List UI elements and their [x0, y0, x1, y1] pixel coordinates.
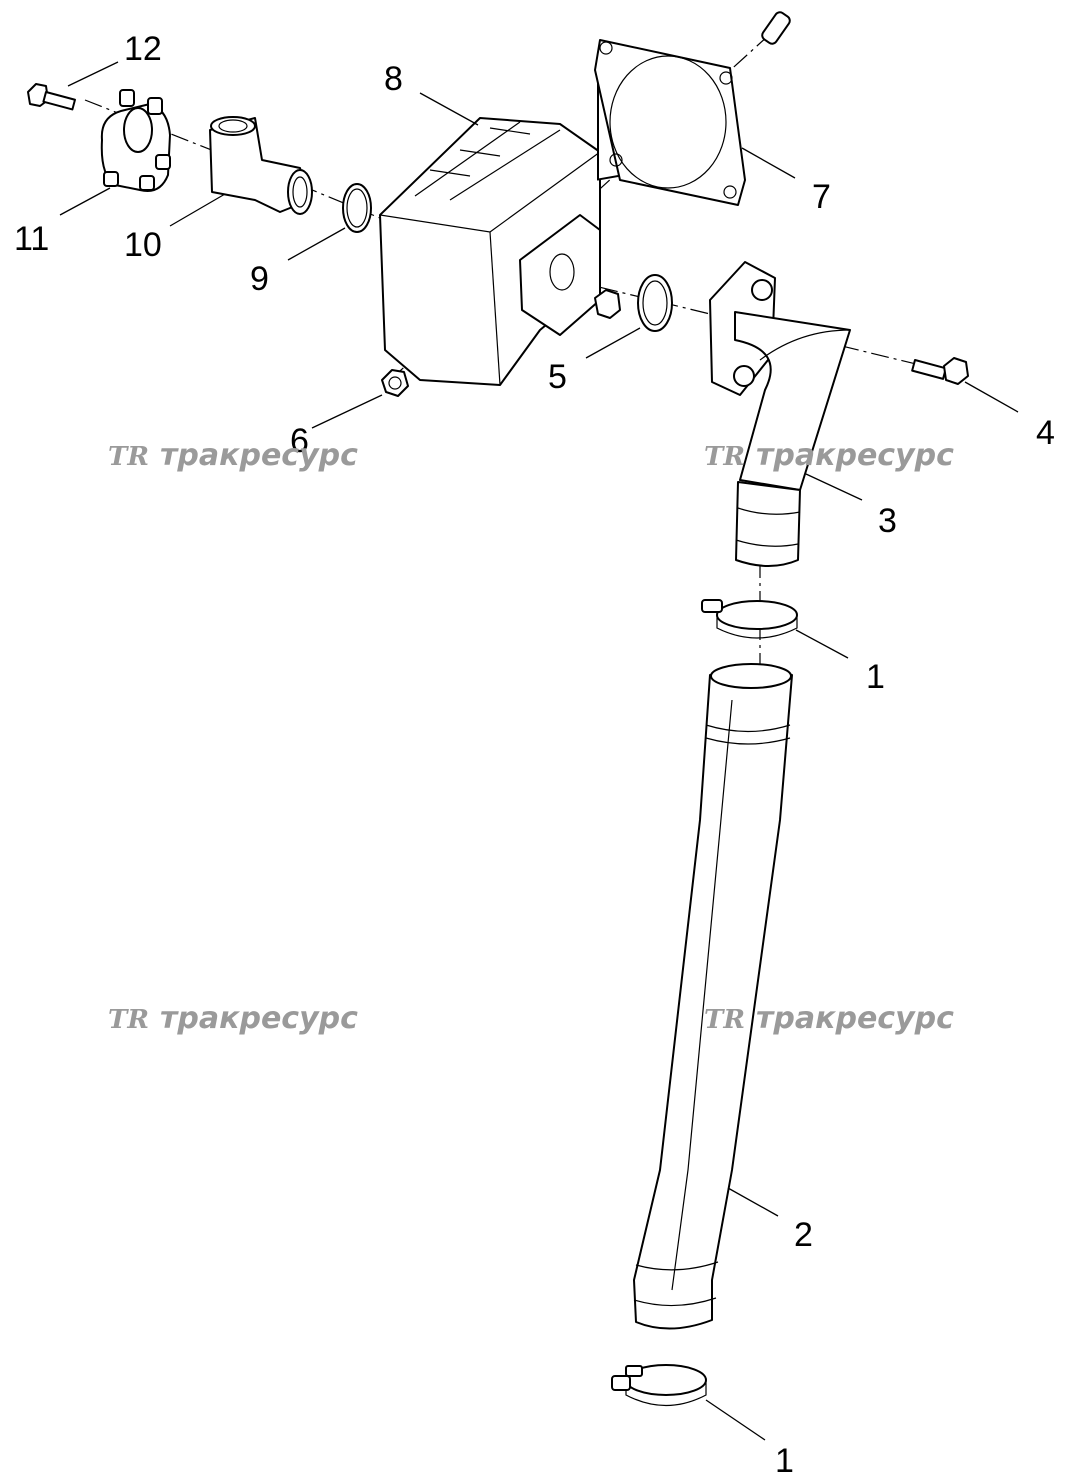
part-4-bolt: [911, 357, 969, 385]
part-7-gasket: [594, 39, 746, 206]
pump-outlet-nut: [594, 289, 621, 319]
callout-4: 4: [1036, 414, 1055, 452]
watermark-text: тракресурс: [756, 1001, 954, 1036]
dowel-pin: [761, 11, 791, 45]
callout-5: 5: [548, 358, 567, 396]
watermark-top-right: TR тракресурс: [704, 438, 954, 473]
part-3-suction-elbow: [709, 261, 851, 567]
watermark-bottom-left: TR тракресурс: [108, 1001, 358, 1036]
part-12-bolt: [27, 83, 76, 111]
part-2-hose: [633, 663, 793, 1330]
watermark-text: тракресурс: [160, 1001, 358, 1036]
callout-7: 7: [812, 178, 831, 216]
part-5-o-ring: [637, 274, 673, 332]
callout-1-upper: 1: [866, 658, 885, 696]
watermark-text: тракресурс: [160, 438, 358, 473]
part-6-plug: [381, 369, 409, 397]
callout-numbers: 12 8 7 11 10 9 5 6 4 3 1 2 1: [14, 30, 1055, 1476]
callout-3: 3: [878, 502, 897, 540]
watermark-text: тракресурс: [756, 438, 954, 473]
callout-1-lower: 1: [775, 1442, 794, 1476]
watermarks: TR тракресурс TR тракресурс TR тракресур…: [108, 438, 954, 1036]
watermark-logo: TR: [108, 442, 149, 472]
callout-9: 9: [250, 260, 269, 298]
callout-10: 10: [124, 226, 162, 264]
watermark-logo: TR: [704, 1005, 745, 1035]
callout-2: 2: [794, 1216, 813, 1254]
callout-11: 11: [14, 220, 49, 258]
callout-12: 12: [124, 30, 162, 68]
watermark-logo: TR: [108, 1005, 149, 1035]
part-1-hose-clamp-lower: [611, 1364, 707, 1407]
part-1-hose-clamp-upper: [701, 599, 798, 639]
watermark-logo: TR: [704, 442, 745, 472]
watermark-top-left: TR тракресурс: [108, 438, 358, 473]
leader-lines: [59, 61, 1019, 1441]
part-10-elbow-fitting: [209, 116, 313, 215]
callout-8: 8: [384, 60, 403, 98]
part-9-o-ring: [342, 183, 372, 233]
callout-6: 6: [290, 422, 309, 460]
part-8-pump-body: [379, 62, 635, 386]
watermark-bottom-right: TR тракресурс: [704, 1001, 954, 1036]
part-11-flange: [100, 89, 171, 192]
